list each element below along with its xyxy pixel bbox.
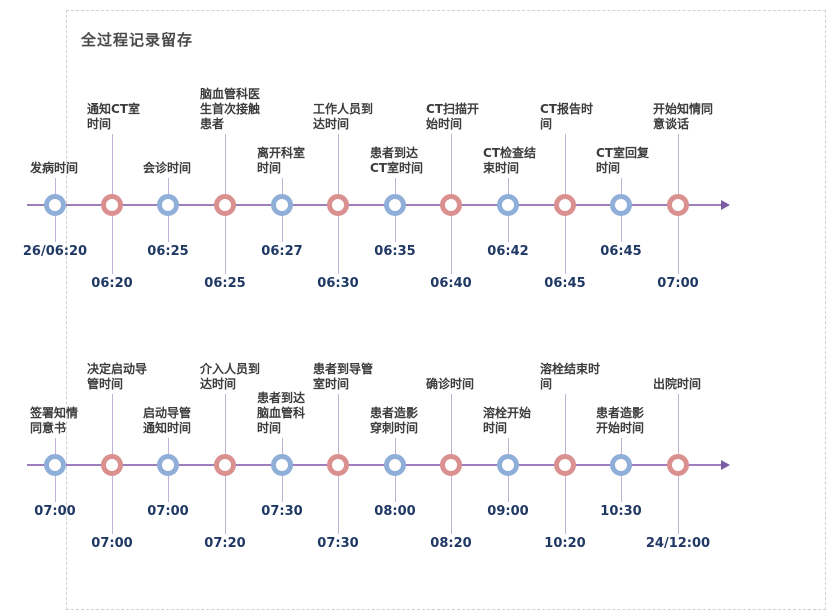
event-marker-dot: [44, 454, 66, 476]
panel-title: 全过程记录留存: [81, 31, 194, 49]
event-marker-dot: [44, 194, 66, 216]
event-connector-line: [55, 178, 56, 242]
record-retention-panel: 全过程记录留存: [66, 10, 826, 610]
event-connector-line: [55, 438, 56, 502]
